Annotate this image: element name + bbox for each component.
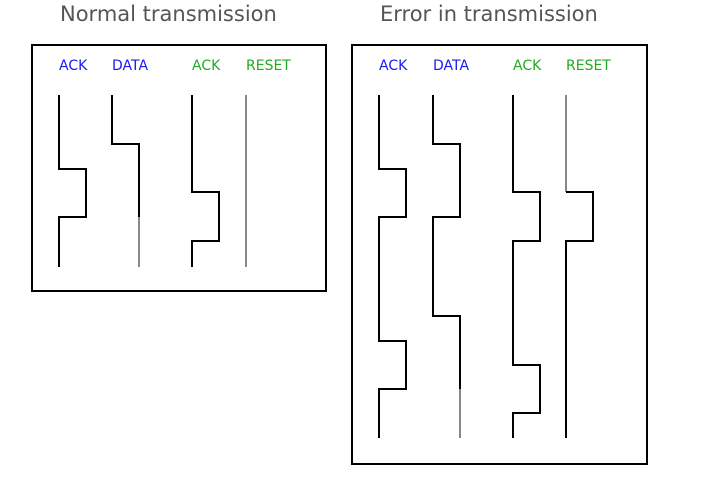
normal-transmission-title: Normal transmission bbox=[60, 2, 277, 26]
error-ack-wire-2 bbox=[512, 95, 541, 438]
normal-data-label: DATA bbox=[112, 58, 149, 74]
error-data-wire bbox=[432, 95, 461, 389]
normal-reset-label: RESET bbox=[246, 58, 291, 74]
normal-ack-label-1: ACK bbox=[59, 58, 88, 74]
error-transmission-title: Error in transmission bbox=[380, 2, 598, 26]
error-reset-label: RESET bbox=[566, 58, 611, 74]
normal-ack-wire-1 bbox=[58, 95, 87, 267]
error-data-label: DATA bbox=[433, 58, 470, 74]
error-transmission-panel bbox=[351, 44, 648, 465]
normal-data-wire bbox=[111, 95, 140, 217]
error-ack-label-2: ACK bbox=[513, 58, 542, 74]
error-reset-wire bbox=[565, 191, 594, 438]
error-ack-wire-1 bbox=[378, 95, 407, 438]
normal-ack-wire-2 bbox=[191, 95, 220, 267]
normal-ack-label-2: ACK bbox=[192, 58, 221, 74]
error-ack-label-1: ACK bbox=[379, 58, 408, 74]
